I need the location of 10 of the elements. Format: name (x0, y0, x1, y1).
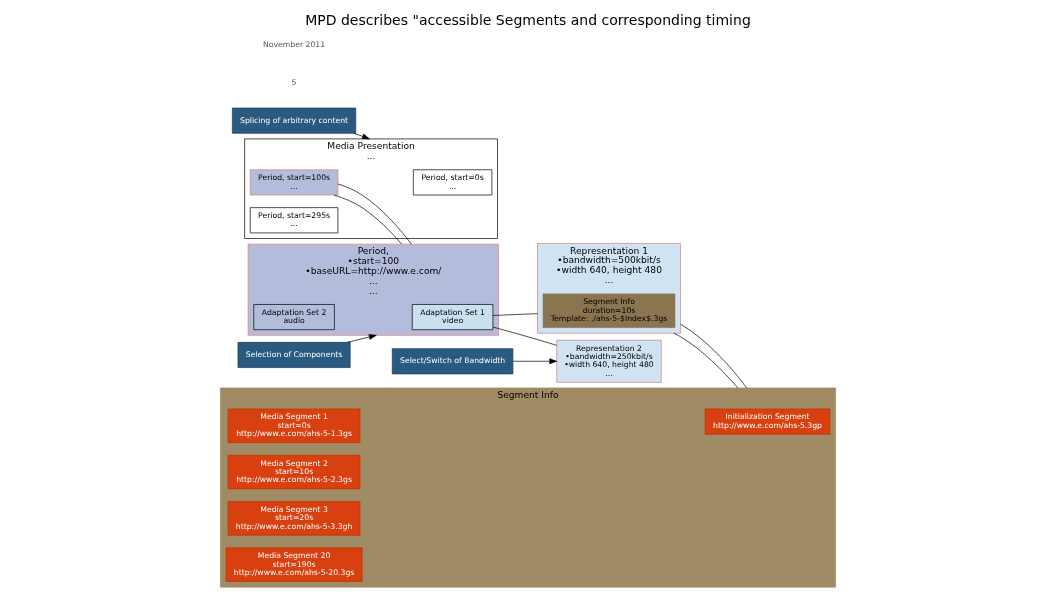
connector (492, 313, 538, 316)
arrow (512, 358, 558, 365)
connector (337, 183, 412, 245)
connector (333, 194, 402, 245)
connector (673, 332, 739, 389)
arrow (346, 334, 377, 343)
connector (680, 323, 748, 389)
connector (492, 326, 558, 346)
arrow (353, 133, 370, 140)
diagram-title: MPD describes "accessible Segments and corresponding timing (305, 12, 751, 29)
